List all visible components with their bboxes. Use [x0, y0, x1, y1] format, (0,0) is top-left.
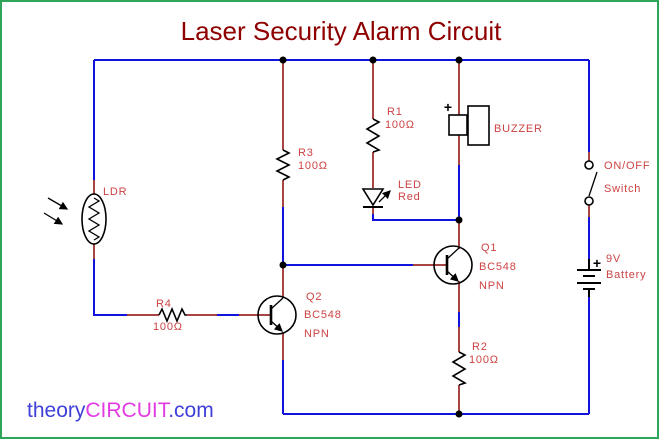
watermark-theory: theory	[27, 399, 86, 422]
r2-value: 100Ω	[469, 354, 499, 366]
q1-emitter	[446, 270, 459, 282]
wires-blue	[93, 59, 590, 415]
r4-value: 100Ω	[153, 321, 183, 333]
led-symbol: LED Red	[361, 179, 422, 208]
ldr-body	[81, 193, 107, 245]
r1-zigzag	[365, 118, 381, 153]
junction-dot	[455, 56, 463, 64]
switch-contact-bottom	[584, 196, 594, 206]
junction-dot	[279, 56, 287, 64]
led-name: LED	[398, 179, 422, 191]
r2-zigzag	[451, 351, 467, 386]
battery-symbol: + 9V Battery	[577, 253, 646, 297]
junction-dot	[455, 216, 463, 224]
wire-segment	[93, 259, 127, 316]
buzzer-symbol: + BUZZER	[444, 99, 543, 146]
r4-name: R4	[156, 298, 172, 310]
junction-dot	[455, 410, 463, 418]
switch-lever	[588, 171, 598, 197]
battery-plus-sign: +	[593, 255, 601, 271]
ldr-zigzag	[87, 197, 101, 241]
switch-label-1: ON/OFF	[604, 160, 650, 172]
q2-circle	[257, 295, 297, 335]
r2-name: R2	[472, 341, 488, 353]
q2-name: Q2	[306, 291, 322, 303]
light-arrow-icon	[43, 212, 64, 225]
wires-red	[93, 61, 590, 414]
junction-dot	[279, 261, 287, 269]
buzzer-label: BUZZER	[494, 123, 543, 135]
r3-resistor: R3 100Ω	[275, 147, 328, 181]
led-color: Red	[398, 191, 421, 203]
page-title: Laser Security Alarm Circuit	[181, 16, 503, 46]
q1-collector	[446, 247, 460, 260]
q2-emitter	[270, 320, 283, 332]
q2-transistor: Q2 BC548 NPN	[257, 291, 342, 340]
r2-resistor: R2 100Ω	[451, 341, 499, 386]
r3-zigzag	[275, 149, 291, 181]
wire-segment	[372, 213, 459, 221]
q2-part: BC548	[304, 309, 342, 321]
battery-label: Battery	[606, 269, 646, 281]
ldr-label: LDR	[103, 186, 127, 198]
buzzer-plus-sign: +	[444, 99, 452, 115]
r3-value: 100Ω	[298, 160, 328, 172]
led-emit-arrow-icon	[378, 190, 391, 203]
r1-resistor: R1 100Ω	[365, 106, 415, 153]
watermark-com: .com	[168, 399, 214, 422]
switch-symbol: ON/OFF Switch	[584, 160, 650, 206]
ldr-symbol: LDR	[43, 186, 127, 245]
site-watermark: theoryCIRCUIT.com	[27, 399, 214, 422]
watermark-circuit: CIRCUIT	[85, 399, 170, 422]
q2-type: NPN	[304, 328, 330, 340]
q1-circle	[433, 245, 473, 285]
junction-dot	[369, 56, 377, 64]
switch-contact-top	[584, 160, 594, 170]
r1-name: R1	[387, 106, 403, 118]
q1-transistor: Q1 BC548 NPN	[433, 242, 517, 292]
r4-zigzag	[158, 306, 187, 324]
q1-part: BC548	[479, 261, 517, 273]
q1-type: NPN	[479, 280, 505, 292]
q1-name: Q1	[481, 242, 497, 254]
switch-label-2: Switch	[604, 183, 641, 195]
led-triangle	[361, 188, 385, 207]
r4-resistor: R4 100Ω	[153, 298, 187, 333]
buzzer-body	[467, 105, 490, 146]
r3-name: R3	[298, 147, 314, 159]
battery-voltage: 9V	[606, 253, 621, 265]
junction-dots	[279, 56, 463, 418]
r1-value: 100Ω	[385, 119, 415, 131]
buzzer-terminal-box	[448, 114, 468, 136]
q2-collector	[270, 297, 284, 310]
light-arrow-icon	[47, 197, 69, 210]
